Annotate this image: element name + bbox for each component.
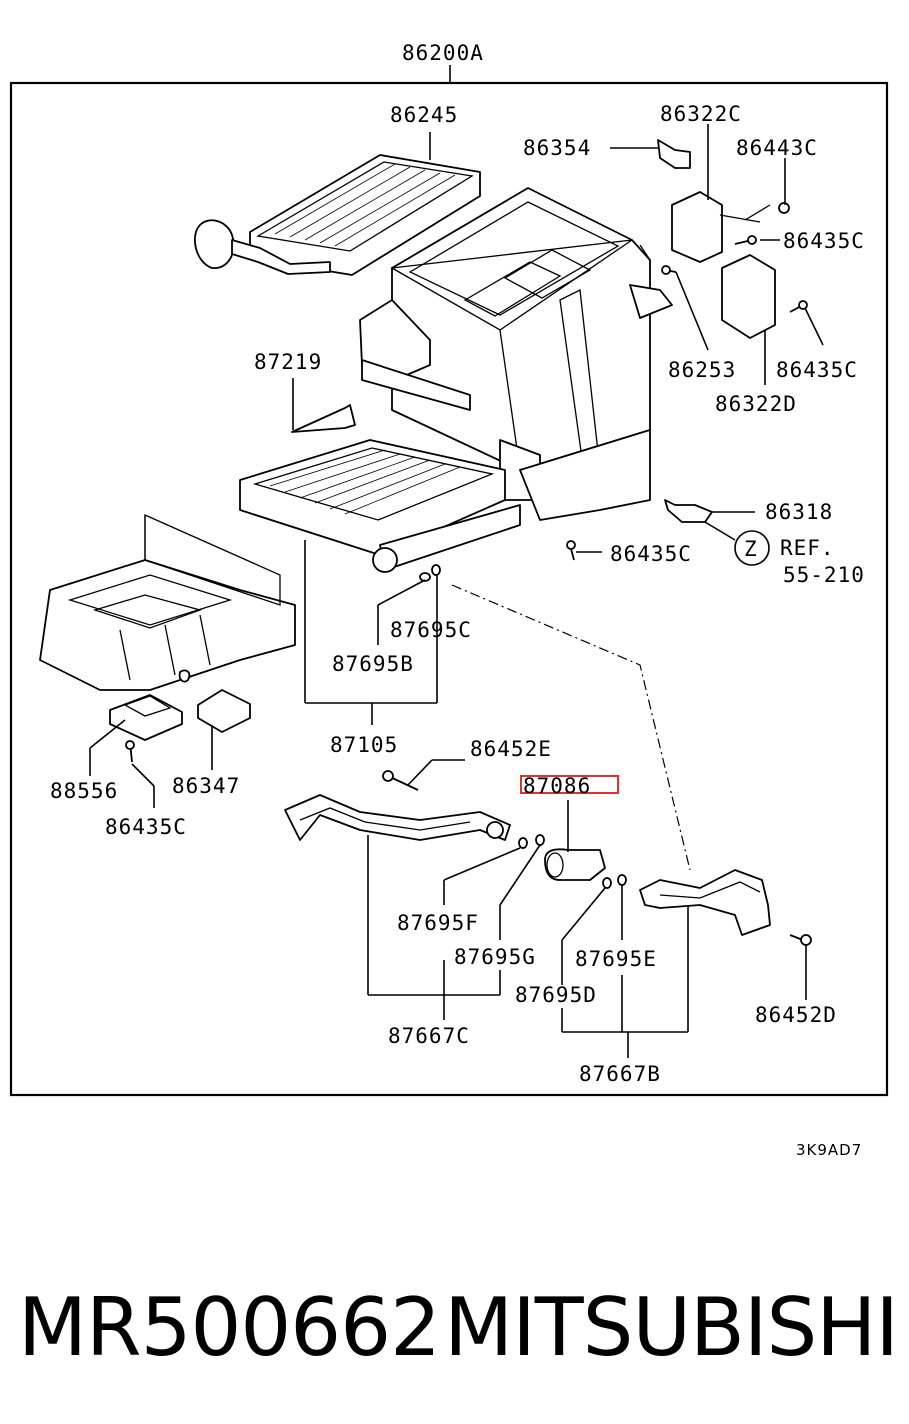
label-86347: 86347 xyxy=(172,774,240,798)
blower-part xyxy=(197,689,251,733)
label-ref: REF. xyxy=(780,536,835,560)
label-86318: 86318 xyxy=(765,500,833,524)
label-87695b: 87695B xyxy=(332,652,414,676)
label-87667c: 87667C xyxy=(388,1024,470,1048)
label-ref-z: Z xyxy=(744,537,758,561)
label-86435c-left: 86435C xyxy=(105,815,187,839)
label-86322c: 86322C xyxy=(660,102,742,126)
screw-icon xyxy=(566,235,808,561)
pipe-87667c-part xyxy=(284,794,511,841)
label-86452d: 86452D xyxy=(755,1003,837,1027)
label-87105: 87105 xyxy=(330,733,398,757)
heater-core-part xyxy=(194,132,481,276)
duct-part xyxy=(39,513,296,691)
reference-circle-icon xyxy=(734,530,770,566)
bolt-86452e-part xyxy=(382,770,419,791)
label-86452e: 86452E xyxy=(470,737,552,761)
label-87086: 87086 xyxy=(523,774,591,798)
label-86435c-top: 86435C xyxy=(783,229,865,253)
label-86253: 86253 xyxy=(668,358,736,382)
pipe-87667b-part xyxy=(639,869,771,936)
sensor-86318-part xyxy=(664,499,713,523)
label-86322d: 86322D xyxy=(715,392,797,416)
label-87695c: 87695C xyxy=(390,618,472,642)
label-ref-page: 55-210 xyxy=(783,563,865,587)
footer-title: MR500662 MITSUBISHI xyxy=(18,1262,899,1392)
hvac-housing-part xyxy=(359,187,673,521)
label-86435c-mid: 86435C xyxy=(610,542,692,566)
label-86354: 86354 xyxy=(523,136,591,160)
label-87219: 87219 xyxy=(254,350,322,374)
diagram-frame xyxy=(9,81,889,1097)
screw-icon xyxy=(125,740,135,763)
label-87695e: 87695E xyxy=(575,947,657,971)
label-86443c: 86443C xyxy=(736,136,818,160)
label-87695g: 87695G xyxy=(454,945,536,969)
diagram-code: 3K9AD7 xyxy=(796,1141,863,1159)
bolt-86452d-part xyxy=(789,934,812,946)
label-86245: 86245 xyxy=(390,103,458,127)
label-88556: 88556 xyxy=(50,779,118,803)
highlight-box xyxy=(520,775,619,794)
label-87667b: 87667B xyxy=(579,1062,661,1086)
parts-diagram: 86200A 86245 86354 86322C 86443C 86435C … xyxy=(9,41,889,1097)
bracket-86354-part xyxy=(657,139,691,169)
brand-name: MITSUBISHI xyxy=(444,1280,899,1374)
label-86435c-right: 86435C xyxy=(776,358,858,382)
label-86200a: 86200A xyxy=(402,41,484,65)
label-87695d: 87695D xyxy=(515,983,597,1007)
part-number: MR500662 xyxy=(18,1280,441,1374)
actuator-86322d-part xyxy=(721,254,776,339)
evaporator-part xyxy=(239,439,521,725)
resistor-part xyxy=(109,694,183,741)
expansion-valve-part xyxy=(544,848,606,881)
leader-lines xyxy=(89,124,824,1058)
label-87695f: 87695F xyxy=(397,911,479,935)
actuator-86322c-part xyxy=(671,191,771,263)
